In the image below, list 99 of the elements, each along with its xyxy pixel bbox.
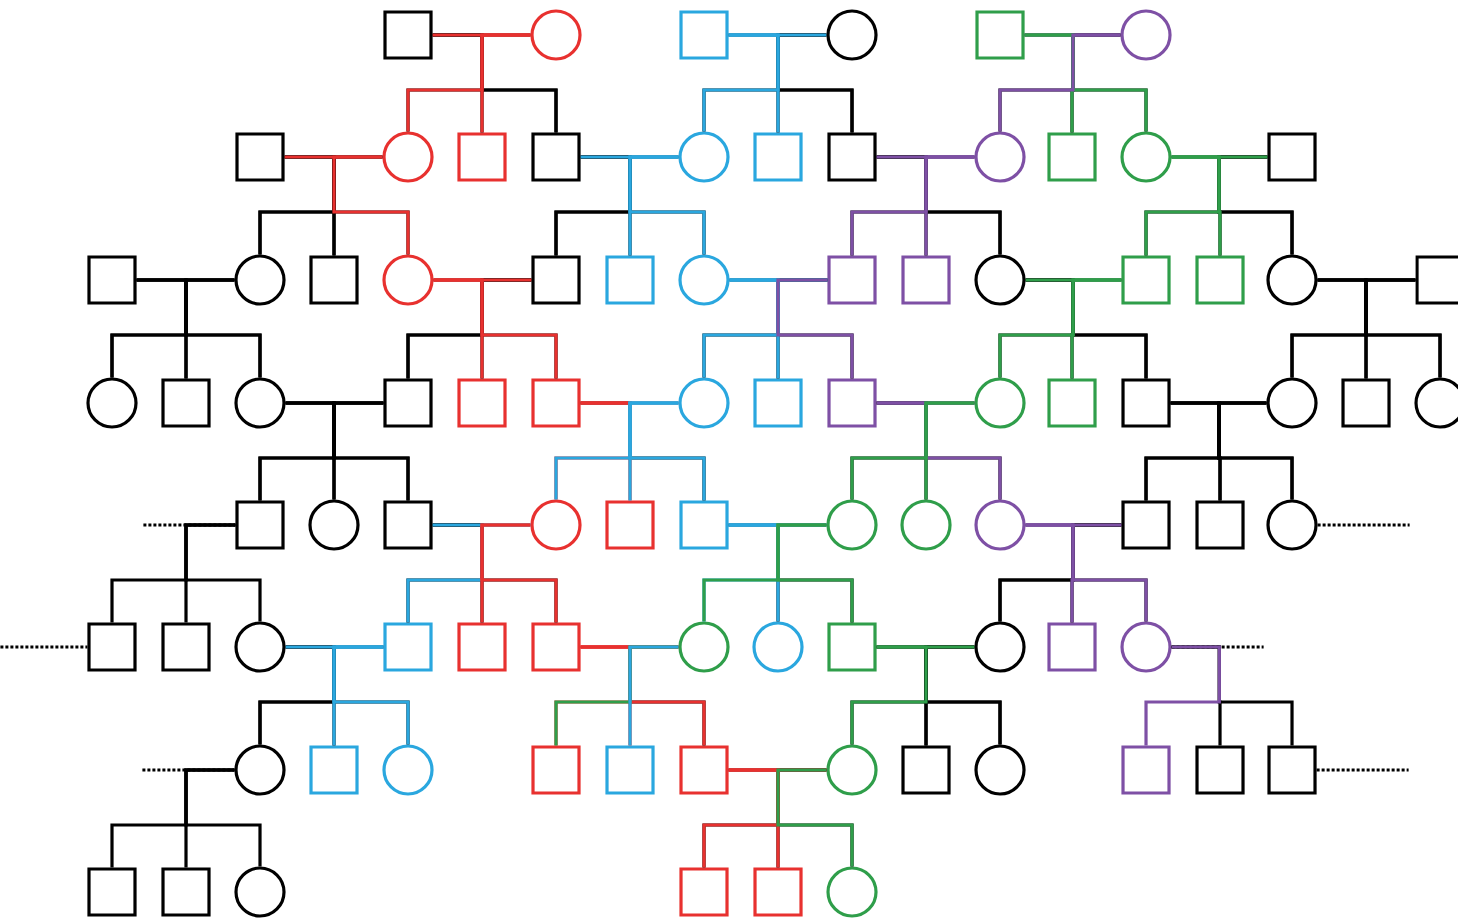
square-symbol	[1121, 745, 1171, 795]
square-symbol	[457, 622, 507, 672]
circle-symbol	[678, 254, 730, 306]
circle-symbol	[530, 9, 582, 61]
square-symbol	[827, 132, 877, 182]
square-symbol	[1195, 255, 1245, 305]
circle-symbol	[234, 377, 286, 429]
circle-symbol	[678, 621, 730, 673]
square-symbol	[901, 255, 951, 305]
descent-line	[1364, 278, 1442, 378]
circle-symbol	[530, 499, 582, 551]
circle-symbol	[308, 499, 360, 551]
square-symbol	[235, 132, 285, 182]
circle-symbol	[752, 621, 804, 673]
square-symbol	[827, 255, 877, 305]
circle-symbol	[382, 131, 434, 183]
circle-symbol	[826, 744, 878, 796]
square-symbol	[383, 500, 433, 550]
descent-line	[480, 33, 531, 133]
circle-symbol	[382, 254, 434, 306]
circle-symbol	[826, 9, 878, 61]
square-symbol	[679, 10, 729, 60]
square-symbol	[383, 10, 433, 60]
circle-symbol	[234, 866, 286, 918]
circle-symbol	[1120, 9, 1172, 61]
square-symbol	[1047, 622, 1097, 672]
square-symbol	[605, 745, 655, 795]
circle-symbol	[1266, 377, 1318, 429]
square-symbol	[309, 255, 359, 305]
circle-symbol	[234, 621, 286, 673]
descent-line	[1070, 278, 1122, 379]
square-symbol	[605, 255, 655, 305]
circle-symbol	[826, 866, 878, 918]
circle-symbol	[678, 131, 730, 183]
square-symbol	[309, 745, 359, 795]
square-symbol	[1047, 378, 1097, 428]
descent-line	[184, 278, 262, 378]
circle-symbol	[974, 131, 1026, 183]
square-symbol	[679, 745, 729, 795]
circle-symbol	[974, 254, 1026, 306]
square-symbol	[235, 500, 285, 550]
square-symbol	[161, 378, 211, 428]
circle-symbol	[234, 744, 286, 796]
square-symbol	[531, 132, 581, 182]
circle-symbol	[1120, 131, 1172, 183]
square-symbol	[1267, 745, 1317, 795]
square-symbol	[901, 745, 951, 795]
square-symbol	[531, 378, 581, 428]
square-symbol	[1341, 378, 1391, 428]
square-symbol	[383, 622, 433, 672]
square-symbol	[87, 255, 137, 305]
square-symbol	[457, 132, 507, 182]
circle-symbol	[678, 377, 730, 429]
square-symbol	[531, 622, 581, 672]
descent-line	[924, 155, 975, 256]
circle-symbol	[974, 744, 1026, 796]
descent-line	[1144, 645, 1221, 746]
circle-symbol	[974, 621, 1026, 673]
square-symbol	[827, 378, 877, 428]
square-symbol	[827, 622, 877, 672]
circle-symbol	[1266, 254, 1318, 306]
circle-symbol	[974, 377, 1026, 429]
square-symbol	[753, 378, 803, 428]
square-symbol	[457, 378, 507, 428]
circle-symbol	[86, 377, 138, 429]
square-symbol	[161, 622, 211, 672]
descent-line	[1217, 401, 1294, 500]
dotted-line	[0, 645, 88, 649]
square-symbol	[1121, 500, 1171, 550]
square-symbol	[1195, 745, 1245, 795]
circle-symbol	[1266, 499, 1318, 551]
circle-symbol	[234, 254, 286, 306]
square-symbol	[753, 132, 803, 182]
circle-symbol	[974, 499, 1026, 551]
circle-symbol	[382, 744, 434, 796]
square-symbol	[383, 378, 433, 428]
square-symbol	[531, 745, 581, 795]
descent-line	[332, 401, 410, 501]
square-symbol	[531, 255, 581, 305]
dotted-line	[1316, 768, 1409, 772]
square-symbol	[1121, 255, 1171, 305]
square-symbol	[1267, 132, 1317, 182]
square-symbol	[753, 867, 803, 917]
circle-symbol	[900, 499, 952, 551]
square-symbol	[1047, 132, 1097, 182]
square-symbol	[87, 867, 137, 917]
square-symbol	[161, 867, 211, 917]
dotted-line	[1317, 523, 1410, 527]
descent-line	[184, 768, 262, 867]
square-symbol	[605, 500, 655, 550]
square-symbol	[87, 622, 137, 672]
descent-line	[184, 523, 262, 622]
square-symbol	[1121, 378, 1171, 428]
square-symbol	[975, 10, 1025, 60]
circle-symbol	[826, 499, 878, 551]
circle-symbol	[1120, 621, 1172, 673]
square-symbol	[679, 500, 729, 550]
square-symbol	[1195, 500, 1245, 550]
square-symbol	[679, 867, 729, 917]
